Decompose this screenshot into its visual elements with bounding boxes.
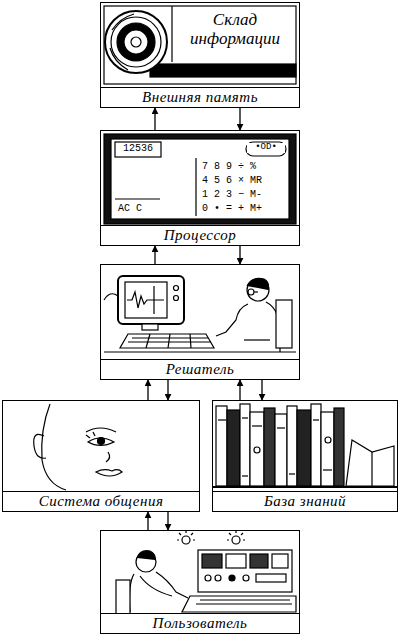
box-caption: Решатель [101, 359, 299, 379]
flow-arrow [154, 108, 155, 130]
operator-at-computer-picture [104, 276, 296, 352]
solver-box: Решатель [100, 264, 300, 380]
flow-arrow [147, 380, 148, 400]
box-caption: Пользователь [101, 613, 299, 633]
user-box: Пользователь [100, 530, 300, 634]
calculator-text: 1 2 3 − M- [202, 189, 286, 200]
face-picture [34, 404, 122, 490]
flow-arrow [167, 512, 168, 530]
memory-box: Склад информацииВнешняя память [100, 2, 300, 108]
operator-at-panel-picture [116, 531, 296, 614]
calculator-text: •OD• [247, 143, 285, 153]
calculator-text: AC C [118, 203, 158, 214]
box-caption: База знаний [213, 491, 397, 511]
knowledge-box: База знаний [212, 400, 398, 512]
flow-arrow [239, 108, 240, 130]
flow-arrow [239, 246, 240, 264]
communication-box: Система общения [2, 400, 200, 512]
flow-arrow [167, 380, 168, 400]
calculator-text: 4 5 6 × MR [202, 175, 286, 186]
flow-arrow [147, 512, 148, 530]
calculator-text: 12536 [116, 143, 160, 154]
flow-arrow [154, 246, 155, 264]
box-caption: Процессор [101, 225, 299, 245]
flow-arrow [239, 380, 240, 400]
calculator-text: 0 • = + M+ [202, 203, 286, 214]
picture-inscription: Склад информации [175, 11, 295, 48]
box-caption: Внешняя память [101, 87, 299, 107]
calculator-text: 7 8 9 ÷ % [202, 161, 286, 172]
box-caption: Система общения [3, 491, 199, 511]
calculator-picture [104, 134, 296, 224]
bookshelf-picture [212, 404, 398, 487]
tape-storage-picture [104, 6, 296, 84]
flow-arrow [261, 380, 262, 400]
